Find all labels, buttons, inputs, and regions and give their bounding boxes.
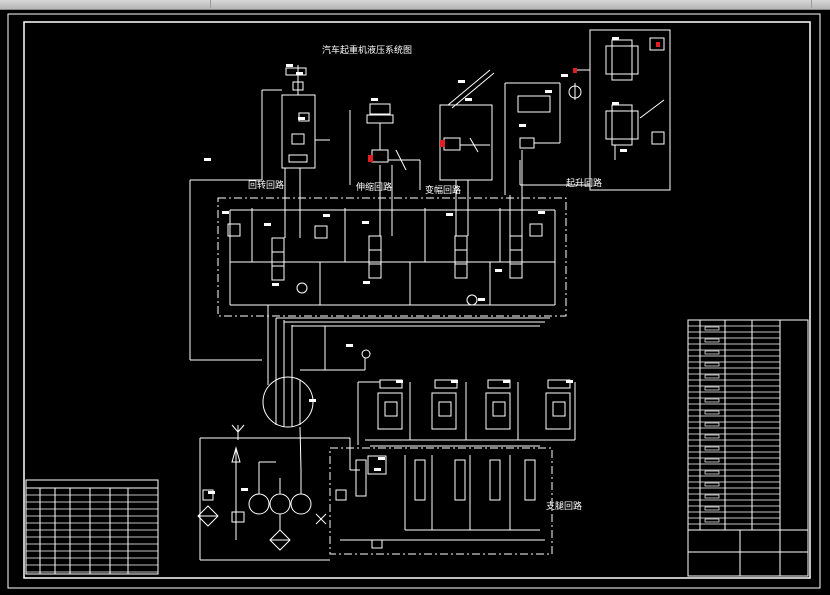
hoist-winch-assembly [504,29,671,195]
component-tag [363,281,370,284]
parts-list-left [25,479,159,575]
component-tag [451,380,458,383]
label-hoist-circuit: 起升回路 [566,177,602,189]
pressure-gauge-3 [361,349,371,359]
tab-strip-left[interactable] [0,0,211,8]
component-tag [458,80,465,83]
title-block-right [687,319,809,577]
component-tag [204,158,211,161]
component-tag [566,380,573,383]
component-tag [503,380,510,383]
component-tag [346,344,353,347]
component-tag [561,74,568,77]
component-tag [286,64,293,67]
title-block-cell-mark [704,374,720,379]
central-rotary-joint [262,376,314,428]
component-tag [208,491,215,494]
title-block-cell-mark [704,470,720,475]
component-tag [362,221,369,224]
title-block-cell-mark [704,386,720,391]
title-block-cell-mark [704,422,720,427]
outrigger-cylinders [357,379,576,447]
title-block-cell-mark [704,482,720,487]
window-top-bar [0,0,830,10]
drawing-title: 汽车起重机液压系统图 [322,44,412,56]
label-telescope-circuit: 伸缩回路 [356,181,392,193]
label-luff-circuit: 变幅回路 [425,184,461,196]
title-block-cell-mark [704,410,720,415]
outrigger-valve-bank [329,447,553,555]
pressure-gauge-2 [466,294,478,306]
title-block-cell-mark [704,518,720,523]
label-outrigger-circuit: 支腿回路 [546,500,582,512]
title-block-cell-mark [704,350,720,355]
component-tag [519,124,526,127]
spool-valves [271,235,523,281]
parts-list-left-rows [26,494,158,573]
component-tag [241,488,248,491]
outrigger-valves [335,455,545,549]
title-block-cell-mark [704,458,720,463]
component-tag [495,269,502,272]
title-block-cell-mark [704,362,720,367]
component-tag [545,90,552,93]
title-block-cell-mark [704,338,720,343]
title-block-cell-mark [704,446,720,451]
component-tag [378,457,385,460]
slew-valve-block [261,65,330,180]
label-slew-circuit: 回转回路 [248,179,284,191]
telescope-cylinder [349,103,421,190]
component-tag [309,399,316,402]
title-block-cell-mark [704,494,720,499]
title-block-right-rows [688,325,780,525]
pressure-gauge-1 [296,282,308,294]
title-block-cell-mark [704,398,720,403]
main-pressure-lines [267,305,550,385]
component-tag [612,102,619,105]
component-tag [446,213,453,216]
component-tag [323,214,330,217]
component-tag [222,211,229,214]
component-tag [296,72,303,75]
luff-cylinder [439,69,495,181]
actuator-supply-lines [189,150,523,361]
component-tag [612,37,619,40]
drawing-outer-border [7,13,821,589]
title-block-cell-mark [704,506,720,511]
component-tag [620,149,627,152]
title-block-cell-mark [704,326,720,331]
drawing-inner-border [23,21,811,579]
pump-tank-section [197,424,360,561]
component-tag [396,380,403,383]
directional-valve-bank [217,197,567,317]
component-tag [264,223,271,226]
component-tag [478,298,485,301]
component-tag [371,98,378,101]
component-tag [538,211,545,214]
title-block-cell-mark [704,434,720,439]
component-tag [465,98,472,101]
tab-strip-right[interactable] [211,0,812,8]
highlighted-valve-markers [368,42,660,162]
component-tag [272,283,279,286]
component-tag [298,117,305,120]
component-tag [374,468,381,471]
component-tags [204,37,627,494]
